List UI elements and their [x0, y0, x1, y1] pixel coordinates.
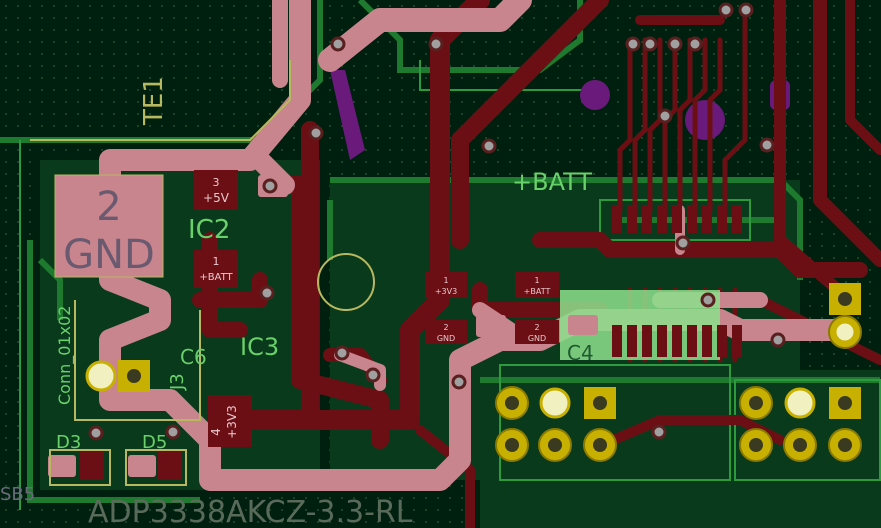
ref-te1: TE1	[139, 76, 169, 126]
pad-small-1-3v3[interactable]: 1 +3V3	[425, 272, 467, 298]
part-value-bottom: ADP3338AKCZ-3.3-RL	[88, 495, 413, 528]
vias	[88, 2, 786, 441]
silkscreen-outlines	[30, 60, 375, 486]
diode-pads	[80, 452, 182, 480]
svg-text:+5V: +5V	[203, 191, 230, 205]
pad-2-gnd[interactable]: 2 GND	[54, 174, 164, 278]
svg-text:+3V3: +3V3	[435, 287, 457, 296]
silkscreen-text: TE1 IC2 IC3 C6 C4 +BATT D3 D5 ADP3338AKC…	[0, 76, 594, 528]
ref-d3: D3	[56, 432, 81, 453]
ref-j3: J3	[167, 373, 188, 391]
ref-ic3: IC3	[240, 333, 279, 361]
svg-text:3: 3	[213, 176, 220, 189]
ref-d5: D5	[142, 432, 167, 453]
svg-text:4: 4	[209, 428, 223, 436]
pad-small-1-batt[interactable]: 1 +BATT	[515, 272, 559, 298]
pad-1-batt[interactable]: 1 +BATT	[194, 250, 238, 288]
svg-text:+BATT: +BATT	[524, 287, 551, 296]
net-batt-label: +BATT	[512, 168, 592, 196]
part-value-bottom-left: SB5	[0, 484, 35, 505]
svg-text:+BATT: +BATT	[199, 272, 233, 283]
conn-label: Conn_01x02	[55, 306, 75, 405]
ref-c4: C4	[567, 341, 594, 365]
ref-ic2: IC2	[188, 215, 230, 245]
through-hole-pads	[85, 283, 862, 462]
svg-text:GND: GND	[437, 334, 455, 343]
svg-text:2: 2	[443, 323, 448, 332]
ref-c6: C6	[180, 345, 207, 369]
fine-pitch-pads-top	[612, 205, 742, 233]
big-pad-number: 2	[96, 184, 121, 230]
svg-text:1: 1	[213, 255, 220, 268]
svg-text:GND: GND	[528, 334, 546, 343]
svg-text:2: 2	[534, 323, 539, 332]
svg-text:1: 1	[534, 276, 539, 285]
pad-4-3v3[interactable]: 4 +3V3	[208, 395, 252, 447]
pad-small-2-gnd-a[interactable]: 2 GND	[425, 320, 467, 344]
pad-small-2-gnd-b[interactable]: 2 GND	[515, 320, 559, 344]
svg-text:+3V3: +3V3	[225, 405, 239, 439]
svg-text:1: 1	[443, 276, 448, 285]
pad-3-5v[interactable]: 3 +5V	[194, 170, 238, 210]
big-pad-net: GND	[63, 232, 155, 278]
fine-pitch-pads-bottom	[612, 325, 742, 357]
